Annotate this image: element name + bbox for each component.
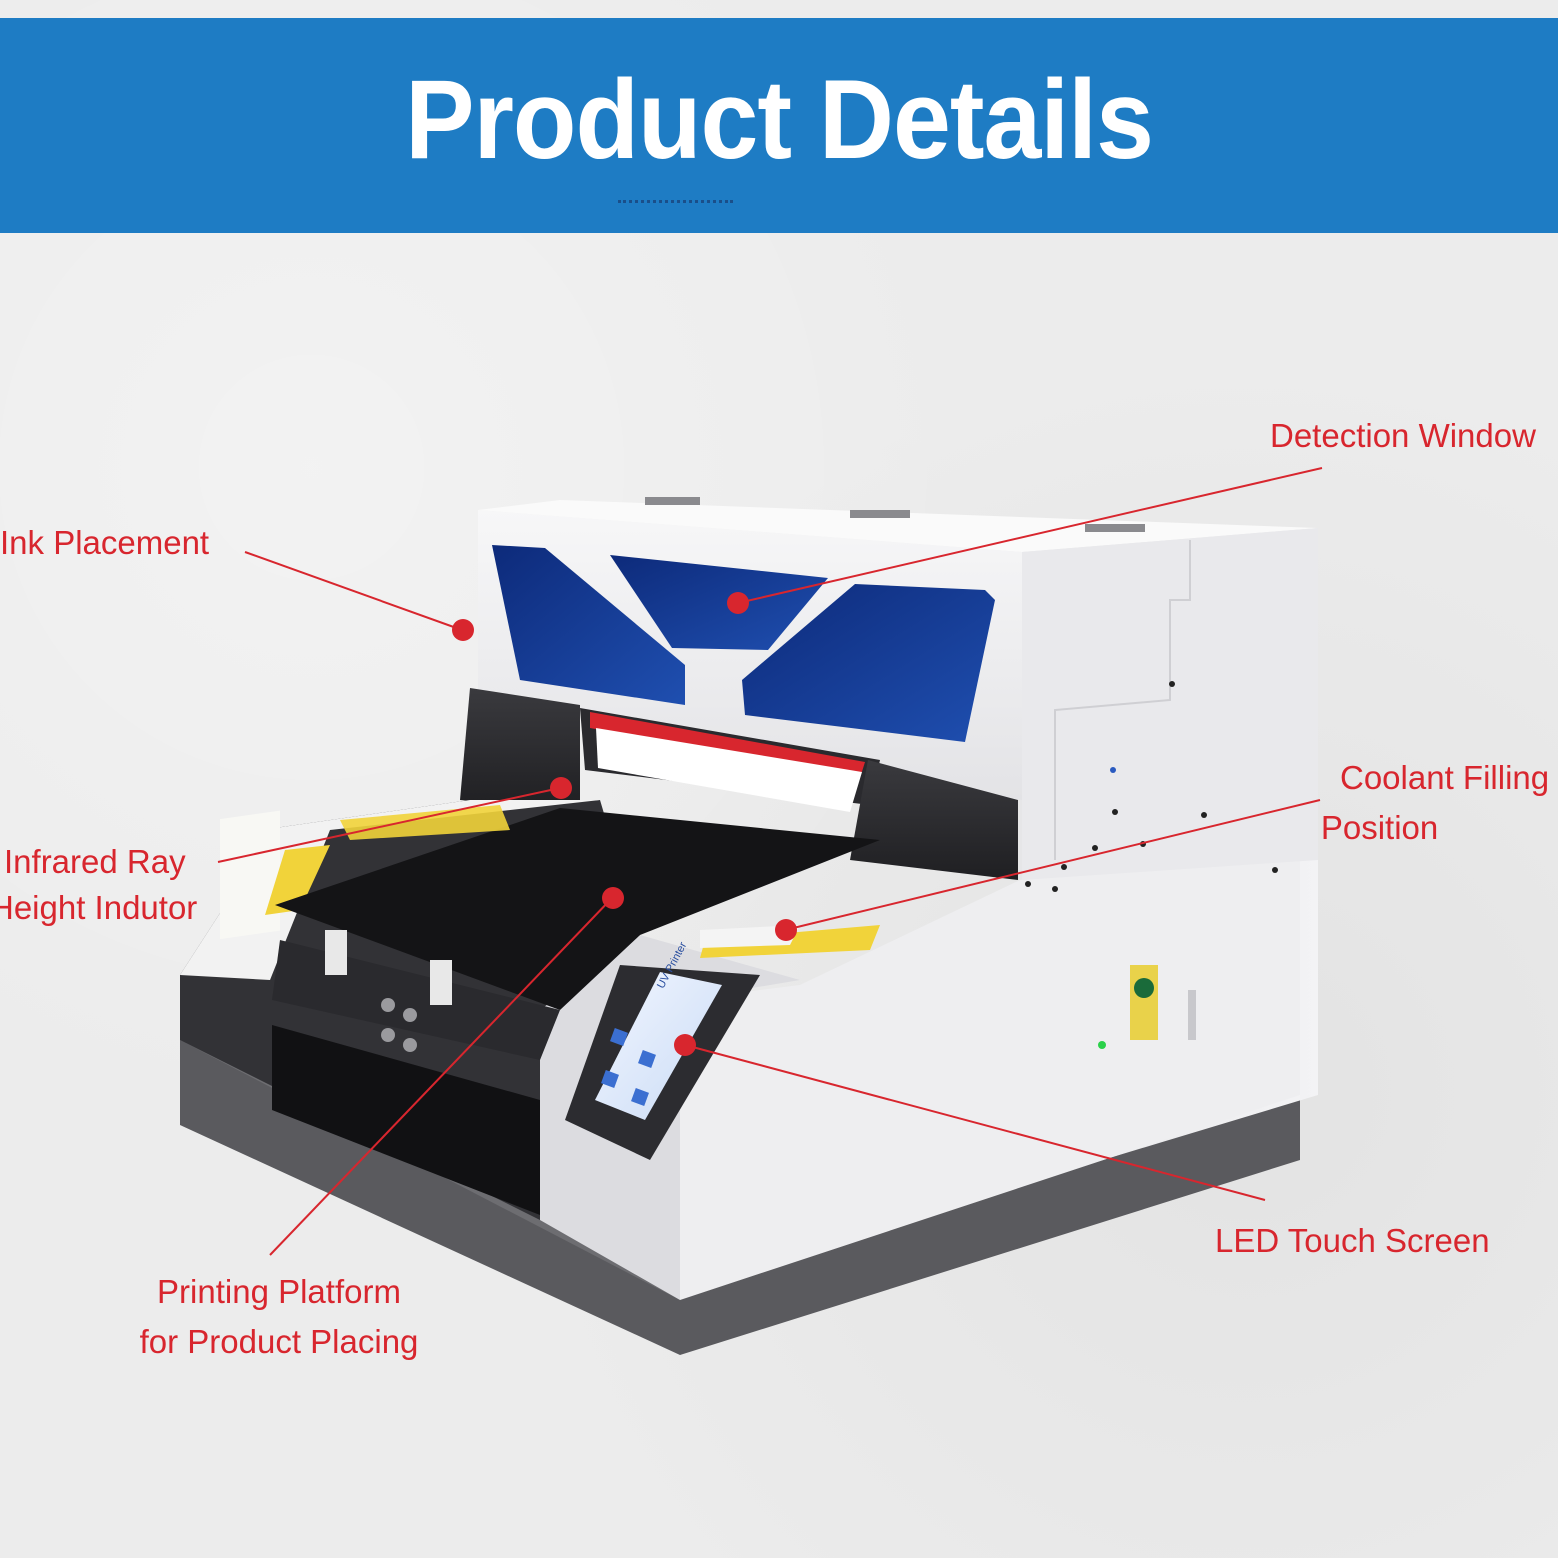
label-coolant-line1: Coolant Filling [1340, 759, 1550, 796]
label-platform-line1: Printing Platform [157, 1273, 401, 1310]
label-ink-placement: Ink Placement [0, 524, 210, 561]
label-infrared-line2: Height Indutor [0, 889, 198, 926]
hood-side [1022, 528, 1318, 880]
label-led-touch-screen: LED Touch Screen [1215, 1222, 1490, 1259]
platform-opening [272, 1025, 540, 1215]
label-printing-platform: Printing Platform for Product Placing [120, 1268, 438, 1366]
printing-platform [275, 808, 880, 1010]
touch-screen [595, 972, 722, 1120]
carriage-beam [596, 728, 862, 812]
page-title: Product Details [405, 57, 1154, 183]
window-left [492, 545, 685, 705]
left-side-block [460, 688, 580, 810]
label-detection-window: Detection Window [1270, 417, 1536, 454]
label-coolant-filling: Coolant Filling Position [1321, 754, 1550, 852]
label-platform-line2: for Product Placing [139, 1323, 419, 1360]
callout-lines [217, 467, 1323, 1256]
header-banner: Product Details [0, 18, 1558, 233]
callout-dots [452, 592, 797, 1056]
label-infrared-line1: Infrared Ray [4, 843, 186, 880]
banner-divider [618, 200, 733, 207]
label-coolant-line2: Position [1320, 809, 1439, 846]
hood-top [478, 500, 1318, 552]
right-side-block [850, 760, 1018, 880]
left-housing-top [180, 800, 600, 980]
window-right [742, 584, 995, 742]
base-skirt [180, 1035, 1300, 1355]
window-center [610, 555, 828, 650]
